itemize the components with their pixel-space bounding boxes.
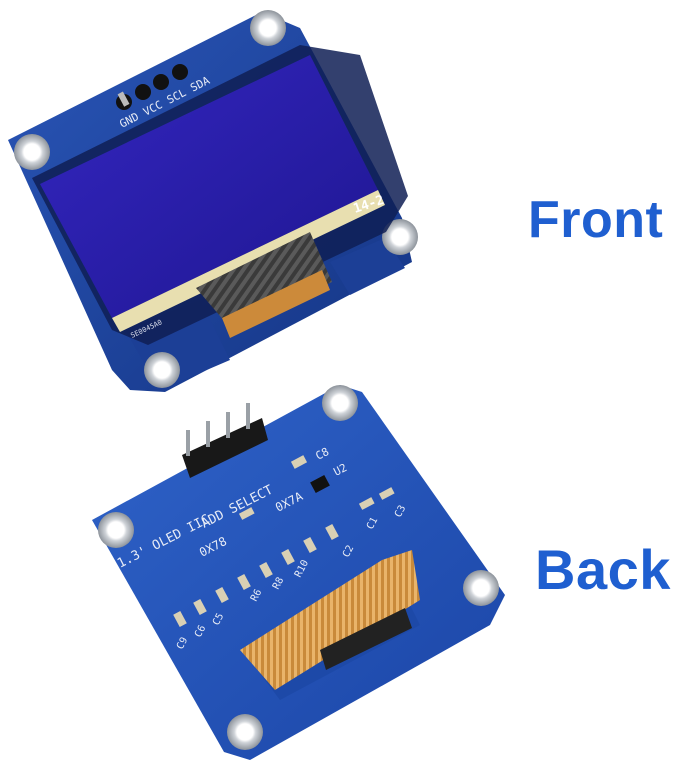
silk-c3: C3 (393, 504, 408, 520)
smd-components (173, 455, 395, 628)
front-label: Front (528, 191, 664, 249)
silk-r6: R6 (249, 588, 264, 604)
silk-c8: C8 (313, 445, 331, 463)
mount-hole (463, 570, 499, 606)
back-label: Back (535, 538, 671, 601)
mount-hole (322, 385, 358, 421)
silk-c1: C1 (365, 516, 380, 532)
mount-hole (250, 10, 286, 46)
silk-u2: U2 (331, 461, 349, 479)
oled-screen (40, 55, 378, 318)
silk-r8: R8 (271, 576, 286, 592)
mount-hole (14, 134, 50, 170)
back-pcb (92, 385, 505, 760)
flex-cable (240, 550, 420, 690)
ribbon-cable (196, 232, 332, 330)
mount-hole (382, 219, 418, 255)
header-pins (116, 64, 188, 110)
yellow-flex (112, 190, 385, 332)
front-pcb-tab-right (330, 238, 405, 295)
silk-c6: C6 (193, 624, 208, 640)
silk-c2: C2 (341, 544, 356, 560)
front-board: GND VCC SCL SDA 14-2 SE0045A0 (8, 10, 418, 392)
back-board: 1.3' OLED IIC ADD SELECT 0X78 0X7A C8 U2… (92, 385, 505, 760)
pin-header (182, 403, 268, 478)
silk-c5: C5 (211, 612, 226, 628)
mount-hole (227, 714, 263, 750)
ribbon-connector (222, 270, 330, 338)
silk-c9: C9 (175, 636, 190, 652)
mount-hole (98, 512, 134, 548)
mount-hole (144, 352, 180, 388)
flex-connector (320, 608, 412, 670)
